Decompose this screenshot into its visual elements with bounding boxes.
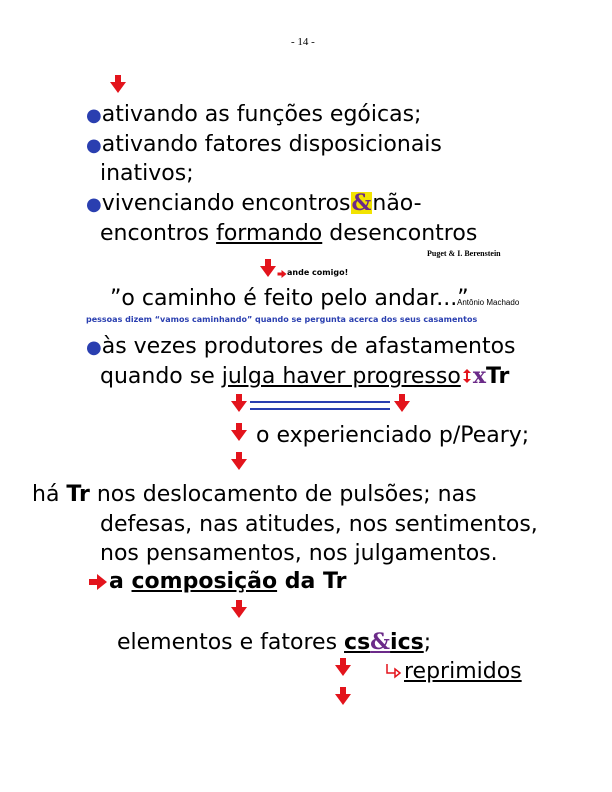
down-arrow-icon [229,393,249,413]
tr-abbrev: Tr [66,482,90,507]
blue-note: pessoas dizem “vamos caminhando” quando … [86,315,478,324]
bullet-item-4-cont: quando se julga haver progresso xTr [100,362,509,391]
x-mark: x [472,363,486,389]
text: da [277,569,324,594]
text: elementos e fatores [117,630,345,655]
ha-line-3: nos pensamentos, nos julgamentos. [100,541,498,566]
reprimidos: reprimidos [404,659,522,684]
down-arrow-icon [229,422,249,442]
citation-puget: Puget & I. Berenstein [427,249,501,258]
text: desencontros [322,221,478,246]
ha-line-2: defesas, nas atitudes, nos sentimentos, [100,512,538,537]
bullet-item-2: ●ativando fatores disposicionais [86,131,442,160]
bullet-item-4: ●às vezes produtores de afastamentos [86,333,516,362]
bullet-dot-icon: ● [86,194,102,215]
text: nos deslocamento de pulsões; nas [89,482,477,507]
bullet-text: ativando as funções egóicas; [101,102,422,127]
underlined-text: julga haver progresso [221,364,461,389]
bullet-text: às vezes produtores de afastamentos [101,334,516,359]
underlined-text: formando [216,221,323,246]
curved-arrow-icon [386,664,402,679]
bullet-dot-icon: ● [86,135,102,156]
tr-abbrev: Tr [485,364,510,389]
quote-author: Antônio Machado [457,298,520,307]
ha-line-1: há Tr nos deslocamento de pulsões; nas [32,481,477,509]
double-arrow-icon [462,369,471,383]
text: a [109,569,132,594]
ampersand-icon: & [370,629,391,655]
text: há [32,482,67,507]
bullet-item-3: ●vivenciando encontros&não- [86,190,422,219]
bullet-dot-icon: ● [86,105,102,126]
underlined-text: composição [131,569,278,594]
down-arrow-icon [108,74,128,94]
bullet-dot-icon: ● [86,337,102,358]
page-number: - 14 - [291,36,315,48]
double-line-divider [250,401,390,410]
bullet-item-3-cont: encontros formando desencontros [100,220,477,248]
bullet-text-cont: não- [372,191,422,216]
down-arrow-icon [229,451,249,471]
ampersand-icon: & [350,190,373,216]
tr-abbrev: Tr [323,569,347,594]
bullet-text: vivenciando encontros [101,191,351,216]
ande-comigo: ande comigo! [287,268,349,277]
right-arrow-icon [88,572,108,592]
ics-text: ics [390,630,424,655]
cs-text: cs [344,630,371,655]
bullet-item-1: ●ativando as funções egóicas; [86,101,421,130]
down-arrow-icon [333,657,353,677]
composicao-line: a composição da Tr [109,568,346,596]
text: ; [423,630,432,655]
text: quando se [100,364,222,389]
down-arrow-icon [333,686,353,706]
text: encontros [100,221,217,246]
down-arrow-icon [258,258,278,278]
bullet-item-2-cont: inativos; [100,161,194,186]
experienciado-line: o experienciado p/Peary; [256,423,530,448]
right-arrow-icon [277,269,287,279]
bullet-text: ativando fatores disposicionais [101,132,442,157]
elementos-line: elementos e fatores cs&ics; [117,628,431,657]
down-arrow-icon [392,393,412,413]
down-arrow-icon [229,599,249,619]
quote: ”o caminho é feito pelo andar...” [110,286,469,311]
